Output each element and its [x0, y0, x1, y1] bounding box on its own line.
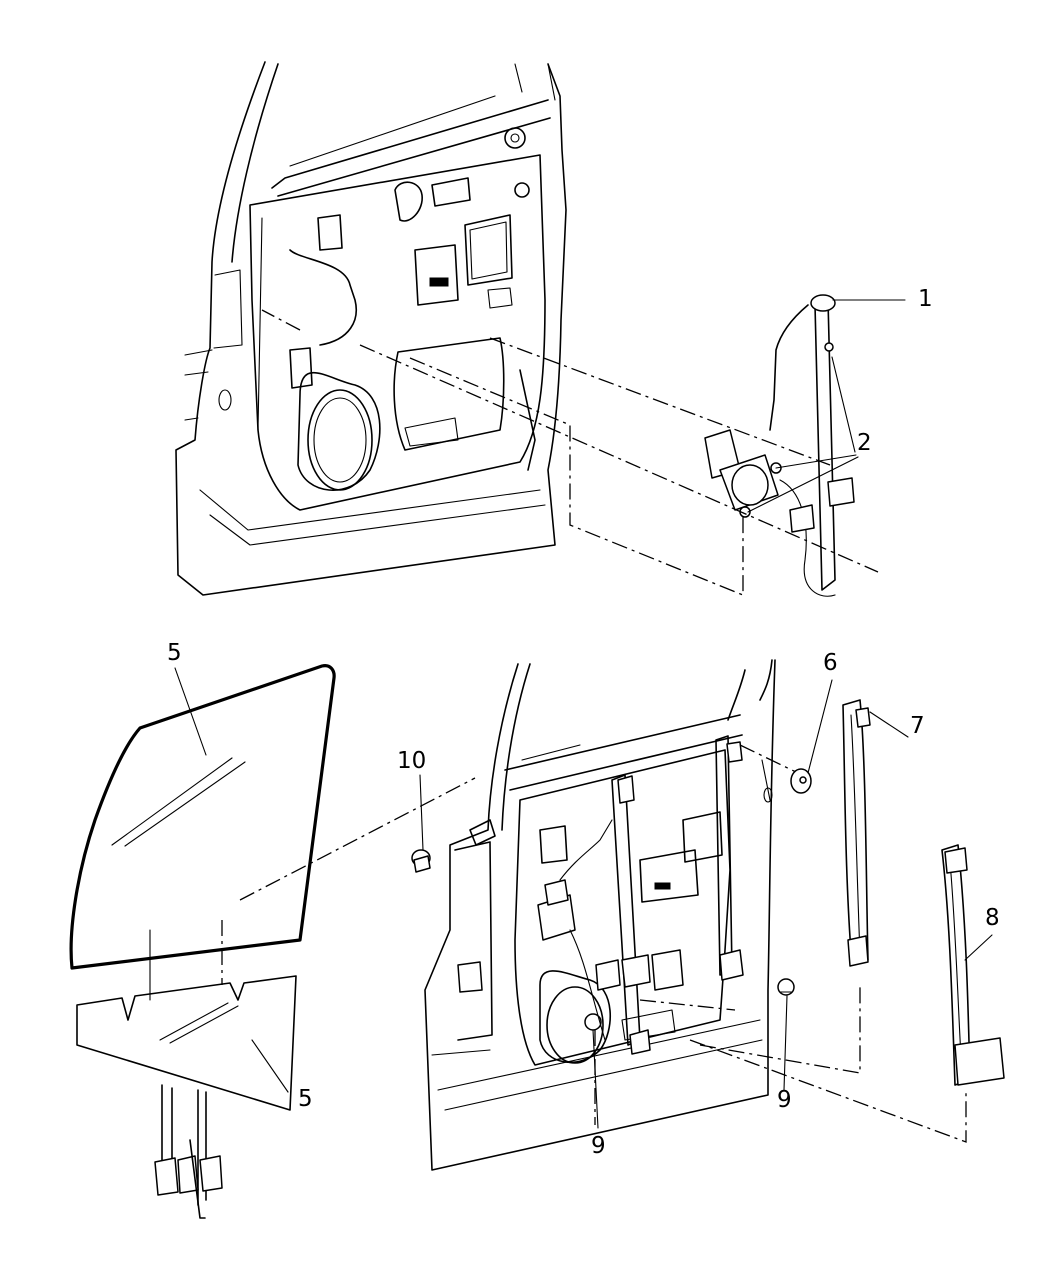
lower-door-inner-panel — [424, 659, 776, 1171]
part-6-grommet — [790, 768, 812, 794]
callout-8: 8 — [985, 905, 1000, 931]
part-9-fastener — [777, 978, 795, 996]
callout-2-a: 2 — [857, 430, 872, 456]
leader-lines — [174, 299, 993, 1129]
window-glass-lower-section — [76, 975, 297, 1111]
callout-1: 1 — [918, 286, 933, 312]
upper-alignment-lines — [261, 309, 879, 596]
part-8-rear-glass-run — [941, 844, 1005, 1086]
upper-regulator-assembly — [704, 294, 855, 597]
part-10-push-pin — [411, 849, 431, 873]
window-glass-upper — [69, 664, 336, 970]
callout-6: 6 — [823, 650, 838, 676]
glass-alignment-lines — [149, 777, 476, 1001]
callout-5-lower: 5 — [298, 1086, 313, 1112]
callout-9-center: 9 — [591, 1133, 606, 1159]
lower-left-regulator-base — [154, 1084, 223, 1219]
lower-regulator-mechanism — [537, 735, 744, 1055]
callout-7: 7 — [910, 713, 925, 739]
upper-door-inner-panel — [175, 61, 567, 596]
callout-5-upper: 5 — [167, 640, 182, 666]
callout-9-right: 9 — [777, 1087, 792, 1113]
lower-alignment-lines — [594, 744, 967, 1143]
callout-labels: 1 2 5 5 6 7 8 9 9 10 — [167, 286, 1000, 1159]
callout-10: 10 — [397, 748, 426, 774]
part-7-glass-run-channel — [842, 699, 871, 967]
